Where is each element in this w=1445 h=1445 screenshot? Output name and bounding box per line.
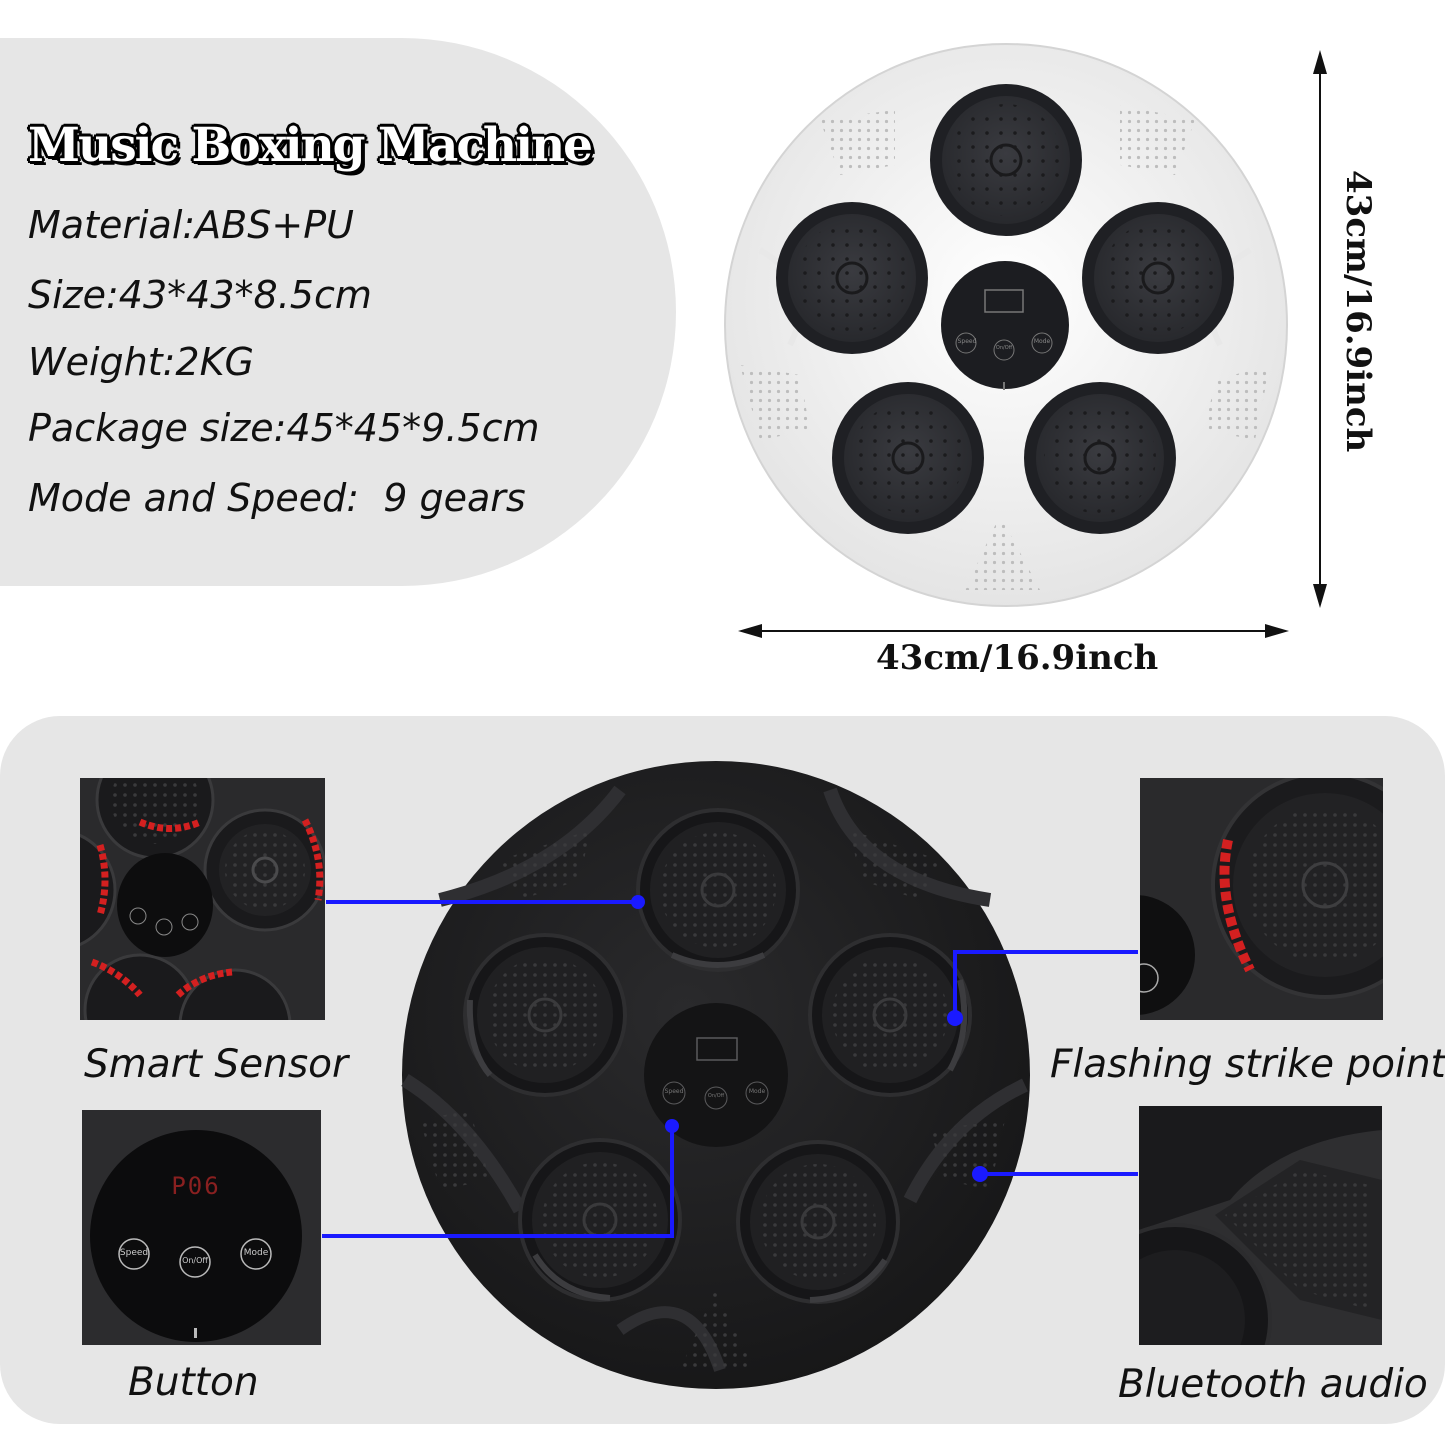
white-device-control-panel <box>941 261 1069 390</box>
black-device-pad <box>636 808 800 972</box>
spec-mode-speed: Mode and Speed: 9 gears <box>28 476 526 520</box>
callout-connectors <box>322 900 1138 1238</box>
inset-onoff-button[interactable]: On/Off <box>182 1256 208 1265</box>
black-device-pad <box>518 1138 682 1302</box>
black-device <box>401 761 1030 1389</box>
white-device-pad <box>930 84 1082 236</box>
callout-dots <box>631 895 988 1182</box>
width-dimension-label: 43cm/16.9inch <box>876 638 1159 678</box>
inset-speed-button[interactable]: Speed <box>119 1248 149 1258</box>
product-title: Music Boxing Machine <box>28 118 593 173</box>
inset-flashing-strike-point <box>1140 778 1383 1020</box>
dimension-arrows <box>738 50 1327 638</box>
black-device-pad <box>463 933 627 1097</box>
caption-bluetooth-audio: Bluetooth audio <box>1118 1362 1428 1407</box>
inset-smart-sensor <box>80 778 325 1020</box>
spec-panel <box>0 38 676 586</box>
white-speed-button[interactable]: Speed <box>957 338 977 345</box>
spec-material: Material:ABS+PU <box>28 203 354 247</box>
inset-button <box>82 1110 321 1345</box>
spec-weight: Weight:2KG <box>28 340 254 384</box>
caption-smart-sensor: Smart Sensor <box>84 1042 349 1087</box>
white-device-pad <box>776 202 928 354</box>
inset-display-readout: P06 <box>171 1172 221 1200</box>
black-onoff-button[interactable]: On/Off <box>707 1093 725 1099</box>
spec-size: Size:43*43*8.5cm <box>28 273 372 317</box>
caption-button: Button <box>128 1360 259 1405</box>
inset-bluetooth-audio <box>1139 1106 1382 1345</box>
white-device-pad <box>832 382 984 534</box>
white-onoff-button[interactable]: On/Off <box>995 345 1013 351</box>
white-device-pad <box>1082 202 1234 354</box>
black-speed-button[interactable]: Speed <box>664 1088 684 1095</box>
white-device-pad <box>1024 382 1176 534</box>
white-device <box>724 43 1288 607</box>
caption-flashing-strike-point: Flashing strike point <box>1050 1042 1445 1087</box>
spec-package-size: Package size:45*45*9.5cm <box>28 406 540 450</box>
black-device-pad <box>808 933 972 1097</box>
black-device-pad <box>736 1140 900 1304</box>
inset-mode-button[interactable]: Mode <box>243 1248 269 1258</box>
white-mode-button[interactable]: Mode <box>1033 338 1051 345</box>
black-device-control-panel <box>644 1003 788 1147</box>
height-dimension-label: 43cm/16.9inch <box>1338 170 1378 453</box>
black-mode-button[interactable]: Mode <box>748 1088 766 1095</box>
